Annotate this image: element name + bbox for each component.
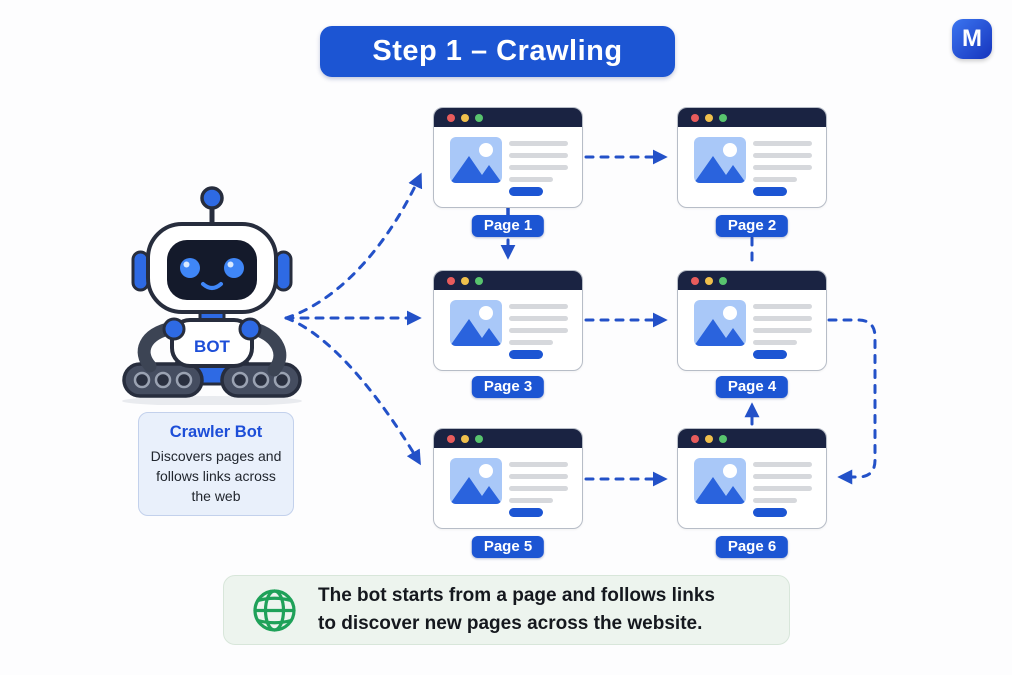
note-line-1: The bot starts from a page and follows l… [318, 585, 715, 606]
page-button-bar [753, 508, 787, 517]
page-card-2[interactable] [677, 107, 827, 208]
text-lines [753, 300, 812, 346]
image-placeholder-icon [694, 137, 746, 183]
close-dot-icon [691, 276, 699, 285]
page-5-badge: Page 5 [471, 536, 545, 558]
close-dot-icon [691, 434, 699, 443]
page-title: Step 1 – Crawling [372, 35, 623, 67]
page-card-1[interactable] [433, 107, 583, 208]
close-dot-icon [447, 113, 455, 122]
text-lines [509, 458, 568, 504]
maximize-dot-icon [475, 434, 483, 443]
crawler-bot-illustration: BOT [122, 186, 302, 405]
browser-titlebar [434, 108, 582, 127]
image-placeholder-icon [694, 458, 746, 504]
minimize-dot-icon [461, 434, 469, 443]
note-line-2: to discover new pages across the website… [318, 613, 703, 634]
title-banner: Step 1 – Crawling [320, 26, 675, 77]
close-dot-icon [447, 434, 455, 443]
maximize-dot-icon [475, 113, 483, 122]
page-6-badge: Page 6 [715, 536, 789, 558]
edge-bot-page5 [284, 316, 421, 466]
brand-logo[interactable]: M [952, 19, 992, 59]
browser-titlebar [678, 429, 826, 448]
browser-titlebar [434, 429, 582, 448]
text-lines [509, 300, 568, 346]
robot-treads [122, 362, 302, 398]
text-lines [753, 137, 812, 183]
text-lines [753, 458, 812, 504]
robot-shadow [122, 396, 302, 405]
image-placeholder-icon [450, 137, 502, 183]
text-lines [509, 137, 568, 183]
edge-bot-page1 [284, 172, 423, 320]
page-card-6[interactable] [677, 428, 827, 529]
minimize-dot-icon [461, 276, 469, 285]
page-button-bar [509, 187, 543, 196]
page-card-5[interactable] [433, 428, 583, 529]
robot-face-screen [167, 240, 257, 300]
maximize-dot-icon [719, 276, 727, 285]
page-button-bar [509, 350, 543, 359]
explanation-note: The bot starts from a page and follows l… [223, 575, 790, 645]
browser-titlebar [678, 108, 826, 127]
browser-titlebar [678, 271, 826, 290]
brand-logo-letter: M [962, 25, 982, 52]
robot-eyes [180, 258, 244, 278]
page-card-4[interactable] [677, 270, 827, 371]
maximize-dot-icon [719, 113, 727, 122]
page-2-badge: Page 2 [715, 215, 789, 237]
robot-chest-label: BOT [194, 337, 231, 356]
page-button-bar [509, 508, 543, 517]
crawler-bot-title: Crawler Bot [169, 422, 263, 441]
image-placeholder-icon [694, 300, 746, 346]
page-3-badge: Page 3 [471, 376, 545, 398]
browser-titlebar [434, 271, 582, 290]
crawler-bot-description: Discovers pages and follows links across… [150, 447, 282, 504]
page-4-badge: Page 4 [715, 376, 789, 398]
page-button-bar [753, 187, 787, 196]
page-card-3[interactable] [433, 270, 583, 371]
edge-page4-page6-loop [827, 318, 877, 485]
robot-antenna [200, 186, 224, 210]
minimize-dot-icon [705, 276, 713, 285]
crawler-bot-card: Crawler Bot Discovers pages and follows … [138, 412, 294, 516]
minimize-dot-icon [705, 113, 713, 122]
minimize-dot-icon [461, 113, 469, 122]
close-dot-icon [447, 276, 455, 285]
maximize-dot-icon [719, 434, 727, 443]
robot-mouth [201, 282, 223, 290]
image-placeholder-icon [450, 458, 502, 504]
page-1-badge: Page 1 [471, 215, 545, 237]
image-placeholder-icon [450, 300, 502, 346]
maximize-dot-icon [475, 276, 483, 285]
minimize-dot-icon [705, 434, 713, 443]
globe-icon [253, 588, 296, 632]
page-button-bar [753, 350, 787, 359]
close-dot-icon [691, 113, 699, 122]
